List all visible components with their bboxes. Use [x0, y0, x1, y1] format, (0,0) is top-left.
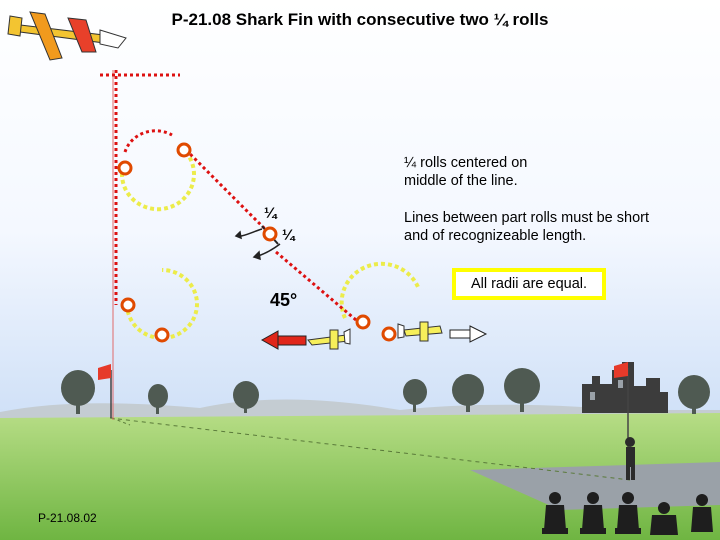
sky-background — [0, 0, 720, 420]
figure-id: P-21.08.02 — [38, 511, 97, 525]
tree-icon — [504, 368, 540, 412]
judge-icon — [580, 492, 606, 534]
roll-marker — [355, 314, 371, 330]
judges-panel — [542, 492, 713, 535]
exit-loop-arc — [339, 261, 420, 319]
judge-icon — [625, 437, 635, 480]
note-lines-between-rolls: Lines between part rolls must be short a… — [404, 210, 650, 244]
judge-icon — [615, 492, 641, 534]
entry-direction-arrow — [260, 330, 307, 350]
judge-icon — [542, 492, 568, 534]
tree-icon — [678, 375, 710, 414]
roll-marker — [262, 226, 278, 242]
exit-direction-arrow — [449, 325, 488, 343]
flight-path-top-arc — [123, 129, 173, 153]
roll-label-first: ¼ — [264, 205, 277, 222]
top-loop-arc — [120, 148, 196, 212]
arrow-icon — [234, 228, 263, 240]
castle-ruins-icon — [582, 362, 668, 413]
aerobatic-plane-icon — [397, 321, 443, 342]
judge-icon — [650, 502, 678, 535]
bottom-loop-arc — [125, 268, 199, 340]
page-title: P-21.08 Shark Fin with consecutive two ¼… — [171, 10, 549, 29]
aerobatic-plane-icon — [307, 328, 351, 350]
roll-marker — [176, 142, 192, 158]
roll-marker — [117, 160, 133, 176]
note-radii-equal: All radii are equal. — [452, 268, 606, 300]
runway-strip — [470, 462, 720, 510]
tree-icon — [61, 370, 95, 414]
note-rolls-centered: ¼ rolls centered on middle of the line. — [404, 155, 528, 189]
roll-marker — [381, 326, 397, 342]
angle-label: 45° — [270, 290, 298, 310]
aerobatic-plane-icon — [7, 11, 127, 61]
tree-icon — [148, 384, 168, 414]
tree-icon — [452, 374, 484, 412]
ground — [0, 413, 720, 540]
judge-icon — [691, 494, 713, 532]
tree-icon — [403, 379, 427, 412]
roll-marker — [154, 327, 170, 343]
roll-label-second: ¼ — [282, 227, 295, 244]
roll-marker — [120, 297, 136, 313]
flight-path-diagonal-upper — [184, 148, 267, 231]
flag-icon — [98, 364, 112, 418]
tree-icon — [233, 381, 259, 413]
arrow-icon — [252, 243, 281, 261]
